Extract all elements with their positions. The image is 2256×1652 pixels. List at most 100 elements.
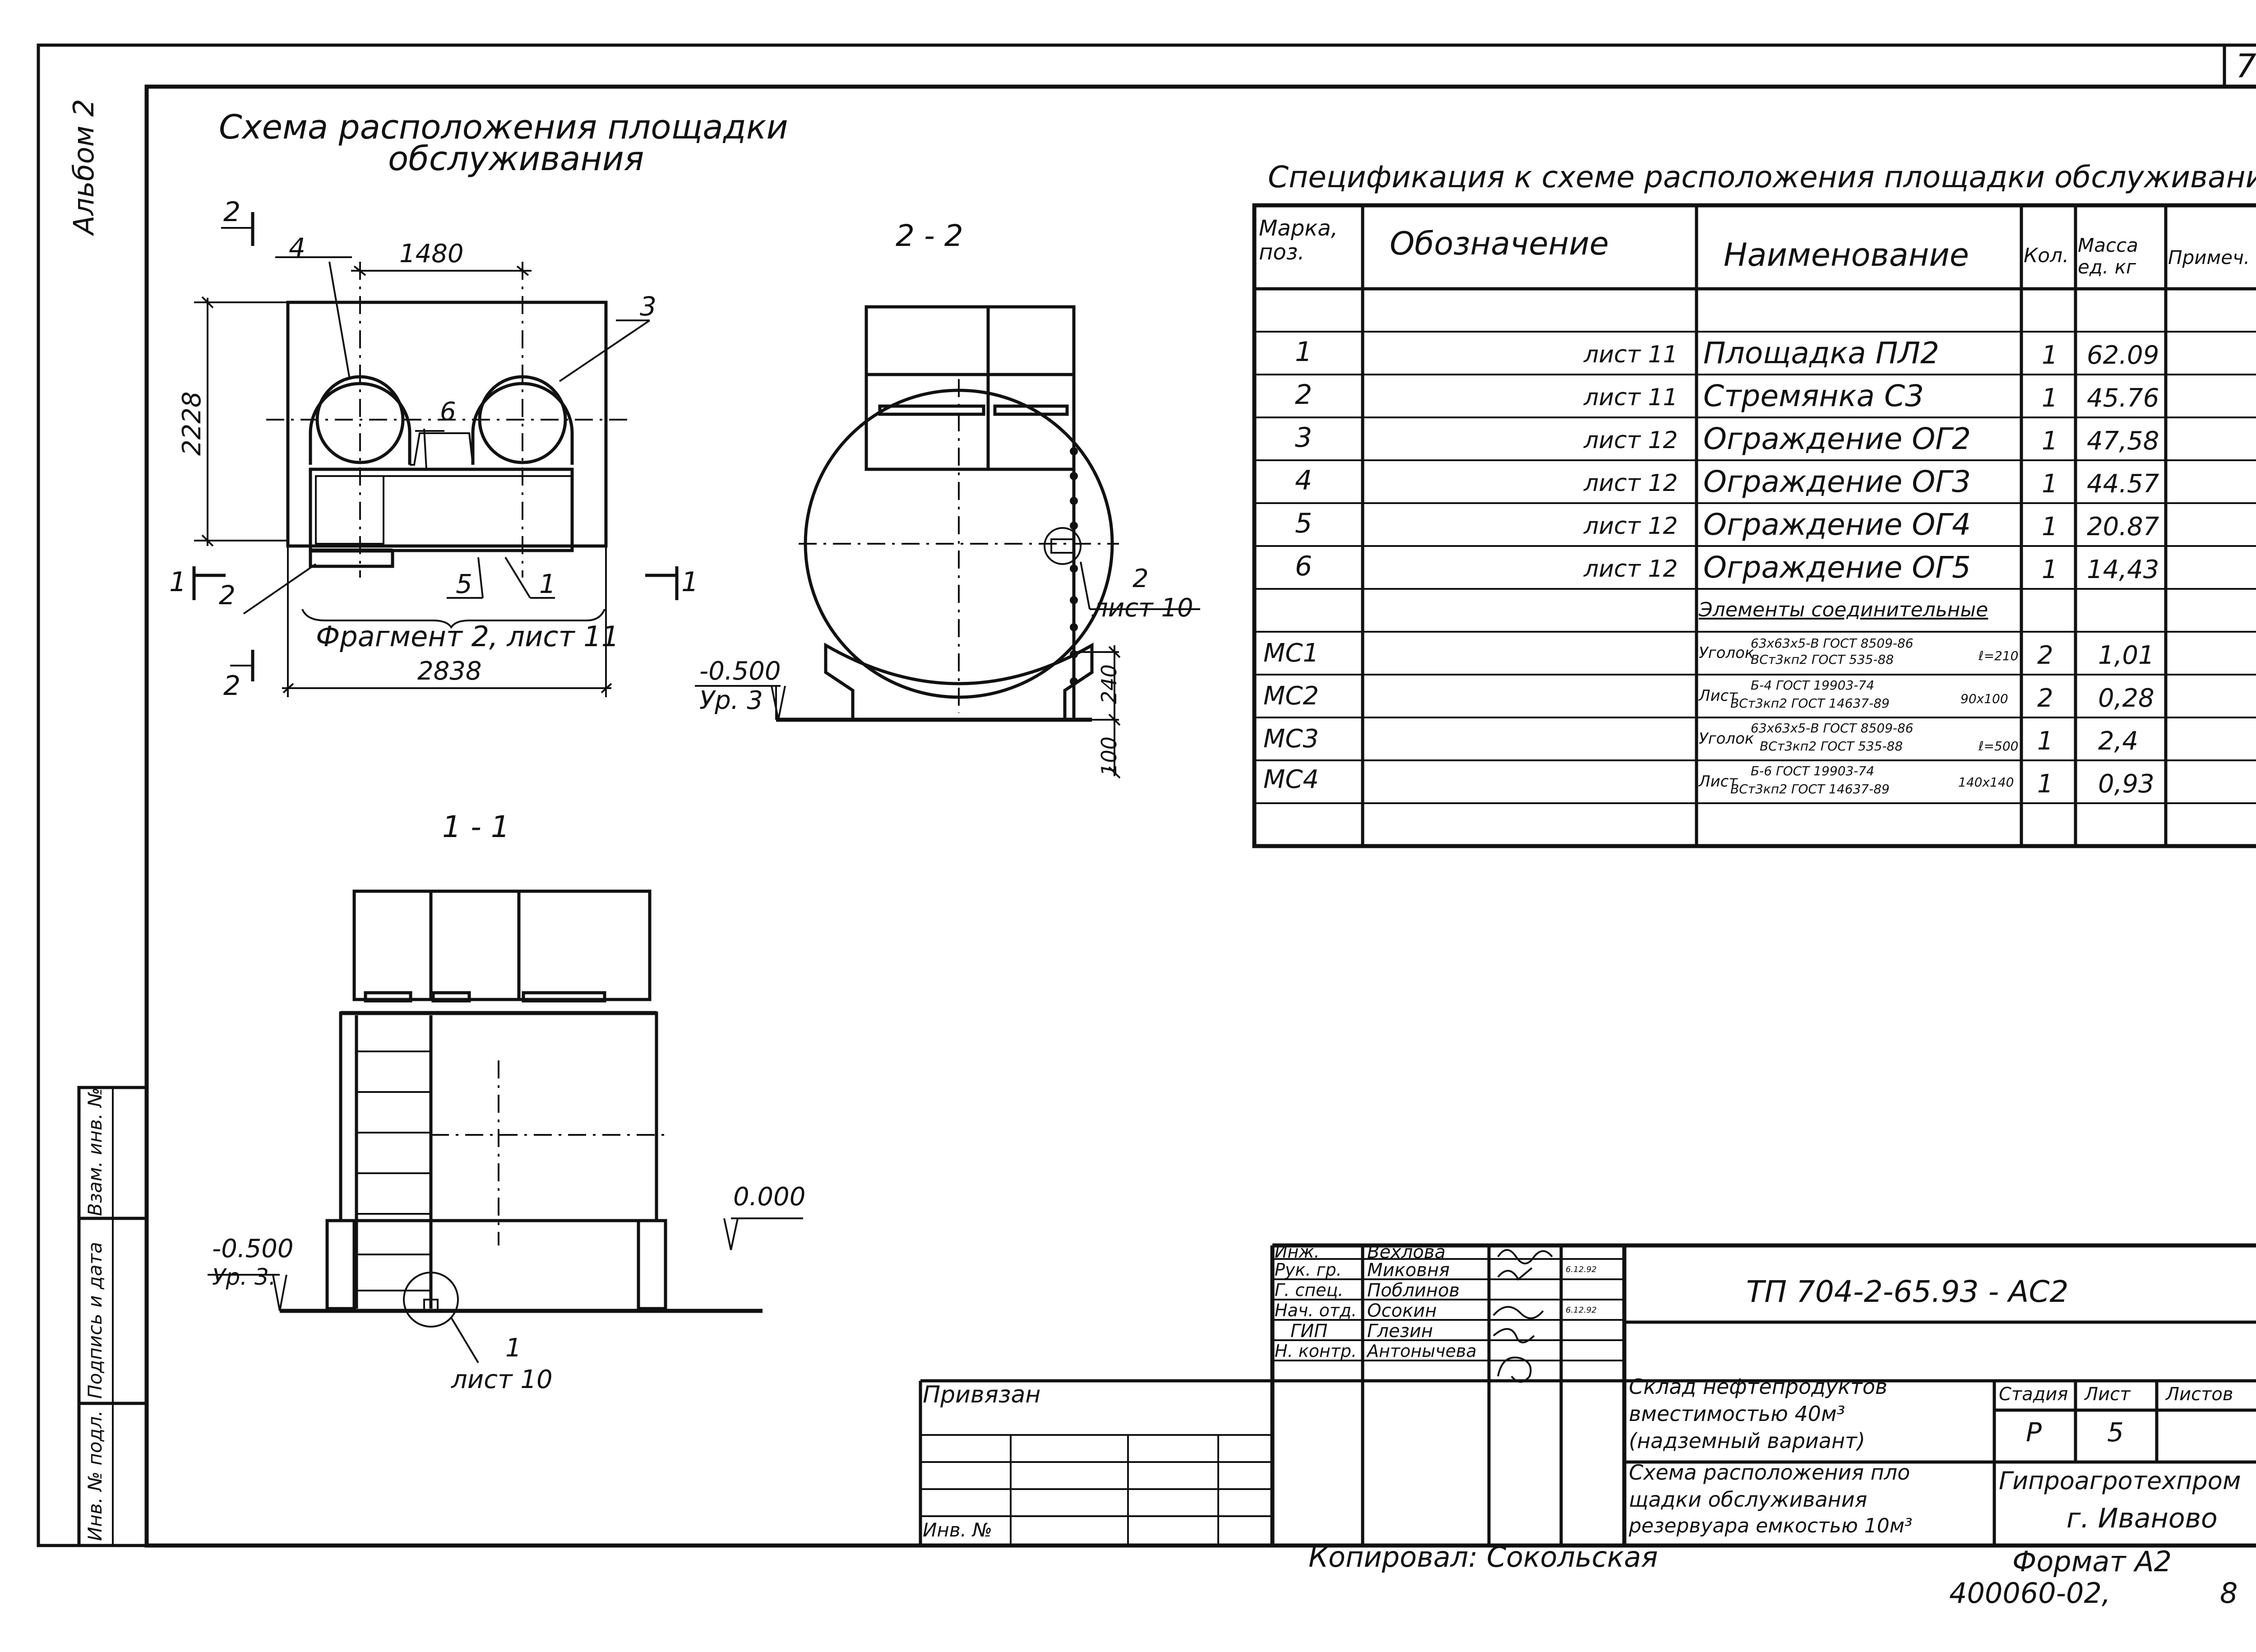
section-1-1-view: [208, 889, 803, 1364]
spec-row-1-name: Площадка ПЛ2: [1703, 336, 1939, 370]
spec-header-qty: Кол.: [2024, 244, 2069, 267]
spec-row-3-name: Ограждение ОГ2: [1703, 421, 1971, 456]
spec-mc4-mark: МС4: [1263, 765, 1319, 794]
spec-mc1-name-a: Уголок: [1699, 644, 1754, 662]
left-strip-cell-1: Взам. инв. №: [84, 1087, 106, 1216]
inv-label: Инв. №: [923, 1519, 993, 1541]
spec-mc3-name-a: Уголок: [1699, 730, 1754, 748]
spec-row-4-qty: 1: [2042, 469, 2058, 499]
staff-role-5: ГИП: [1290, 1321, 1328, 1342]
spec-row-5-qty: 1: [2042, 512, 2058, 541]
spec-mc2-mark: МС2: [1263, 681, 1319, 711]
staff-role-4: Нач. отд.: [1275, 1300, 1357, 1320]
copied-by: Копировал: Сокольская: [1308, 1541, 1658, 1573]
spec-row-1-mark: 1: [1295, 336, 1313, 368]
spec-mc2-len: 90х100: [1960, 691, 2008, 706]
sheet-number-top: 7: [2236, 47, 2256, 85]
staff-date-4: 6.12.92: [1566, 1305, 1597, 1315]
sheet-label: Лист: [2085, 1384, 2131, 1405]
title-block-lines: [919, 1243, 2256, 1546]
spec-header-designation: Обозначение: [1390, 225, 1609, 262]
org-line-1: Гипроагротехпром: [1999, 1467, 2241, 1495]
spec-row-1-qty: 1: [2042, 341, 2058, 370]
spec-row-4-name: Ограждение ОГ3: [1703, 464, 1971, 499]
spec-row-5-mass: 20.87: [2087, 512, 2159, 541]
sheets-label: Листов: [2166, 1384, 2233, 1405]
staff-date-2: 6.12.92: [1566, 1265, 1597, 1274]
spec-row-2-name: Стремянка С3: [1703, 379, 1924, 413]
spec-row-6-name: Ограждение ОГ5: [1703, 550, 1971, 585]
spec-mc2-name-b: Б-4 ГОСТ 19903-74: [1751, 678, 1875, 693]
project-line-2: вместимостью 40м³: [1629, 1402, 1845, 1426]
project-line-3: (надземный вариант): [1629, 1429, 1865, 1453]
section-2-2-level-value: -0.500: [699, 657, 781, 686]
plan-fragment-label: Фрагмент 2, лист 11: [316, 620, 619, 653]
title-block-code: ТП 704-2-65.93 - АС2: [1746, 1274, 2069, 1309]
spec-mc1-qty: 2: [2037, 641, 2053, 670]
spec-header-name: Наименование: [1724, 236, 1969, 273]
album-label: Альбом 2: [67, 99, 100, 235]
spec-mc2-name-a: Лист: [1699, 687, 1738, 705]
spec-row-3-mass: 47,58: [2087, 426, 2159, 456]
spec-mc3-mass: 2,4: [2098, 727, 2139, 756]
section-2-2-node-sheet: лист 10: [1092, 593, 1193, 623]
sheet-number-box: [2223, 43, 2256, 88]
staff-name-1: Вехлова: [1367, 1242, 1446, 1263]
sheet-title-line-3: резервуара емкостью 10м³: [1629, 1514, 1913, 1537]
spec-row-3-qty: 1: [2042, 426, 2058, 456]
spec-row-5-mark: 5: [1295, 508, 1313, 539]
section-2-2-dim-100: 100: [1097, 736, 1121, 776]
plan-section-mark-2-bottom: 2: [223, 670, 241, 702]
spec-title: Спецификация к схеме расположения площад…: [1268, 160, 2256, 194]
plan-callout-1: 1: [539, 569, 556, 599]
plan-section-mark-1-right: 1: [681, 566, 699, 598]
spec-table-lines: [1252, 203, 2256, 848]
staff-role-3: Г. спец.: [1275, 1280, 1344, 1300]
spec-mc1-name-c: ВСт3кп2 ГОСТ 535-88: [1751, 652, 1894, 667]
project-line-1: Склад нефтепродуктов: [1629, 1374, 1888, 1399]
page-suffix: 8: [2220, 1577, 2238, 1610]
spec-row-2-mark: 2: [1295, 379, 1313, 411]
section-2-2-title: 2 - 2: [896, 218, 963, 253]
format-label: Формат А2: [2012, 1545, 2172, 1578]
spec-row-5-ref: лист 12: [1584, 513, 1678, 540]
spec-mc3-len: ℓ=500: [1979, 739, 2019, 754]
sheet-title-line-2: щадки обслуживания: [1629, 1487, 1868, 1512]
spec-row-4-ref: лист 12: [1584, 470, 1678, 497]
plan-callout-4: 4: [289, 232, 305, 263]
staff-name-3: Поблинов: [1367, 1280, 1460, 1301]
plan-section-mark-2-top: 2: [223, 196, 241, 228]
plan-dim-1480: 1480: [399, 239, 464, 268]
stage-label: Стадия: [1999, 1384, 2068, 1405]
spec-row-6-qty: 1: [2042, 555, 2058, 584]
section-1-1-title: 1 - 1: [442, 810, 510, 844]
left-strip-lines: [77, 1086, 148, 1547]
spec-row-2-ref: лист 11: [1584, 384, 1678, 411]
spec-mc3-qty: 1: [2037, 727, 2053, 756]
spec-row-5-name: Ограждение ОГ4: [1703, 507, 1971, 542]
plan-dim-2228: 2228: [177, 391, 207, 456]
spec-row-4-mass: 44.57: [2087, 469, 2159, 499]
spec-mc4-name-b: Б-6 ГОСТ 19903-74: [1751, 764, 1875, 778]
spec-row-1-mass: 62.09: [2087, 341, 2159, 370]
spec-header-note: Примеч.: [2168, 246, 2250, 268]
org-line-2: г. Иваново: [2066, 1503, 2218, 1534]
spec-row-2-mass: 45.76: [2087, 384, 2159, 413]
spec-mc1-mass: 1,01: [2098, 641, 2154, 670]
spec-mc3-name-c: ВСт3кп2 ГОСТ 535-88: [1760, 739, 1903, 754]
staff-name-6: Антонычева: [1367, 1341, 1477, 1361]
spec-mc2-qty: 2: [2037, 684, 2053, 713]
spec-header-mark: Марка, поз.: [1259, 216, 1338, 265]
spec-mc2-mass: 0,28: [2098, 684, 2154, 713]
spec-mc1-mark: МС1: [1263, 639, 1319, 668]
plan-dim-2838: 2838: [417, 657, 482, 686]
plan-callout-2: 2: [219, 580, 236, 611]
staff-role-1: Инж.: [1275, 1242, 1320, 1262]
sheet-value: 5: [2107, 1417, 2124, 1448]
spec-mc4-mass: 0,93: [2098, 769, 2154, 799]
spec-mc4-qty: 1: [2037, 769, 2053, 799]
main-title-line2: обслуживания: [388, 139, 644, 178]
spec-row-2-qty: 1: [2042, 384, 2058, 413]
spec-mc4-len: 140х140: [1958, 775, 2014, 790]
